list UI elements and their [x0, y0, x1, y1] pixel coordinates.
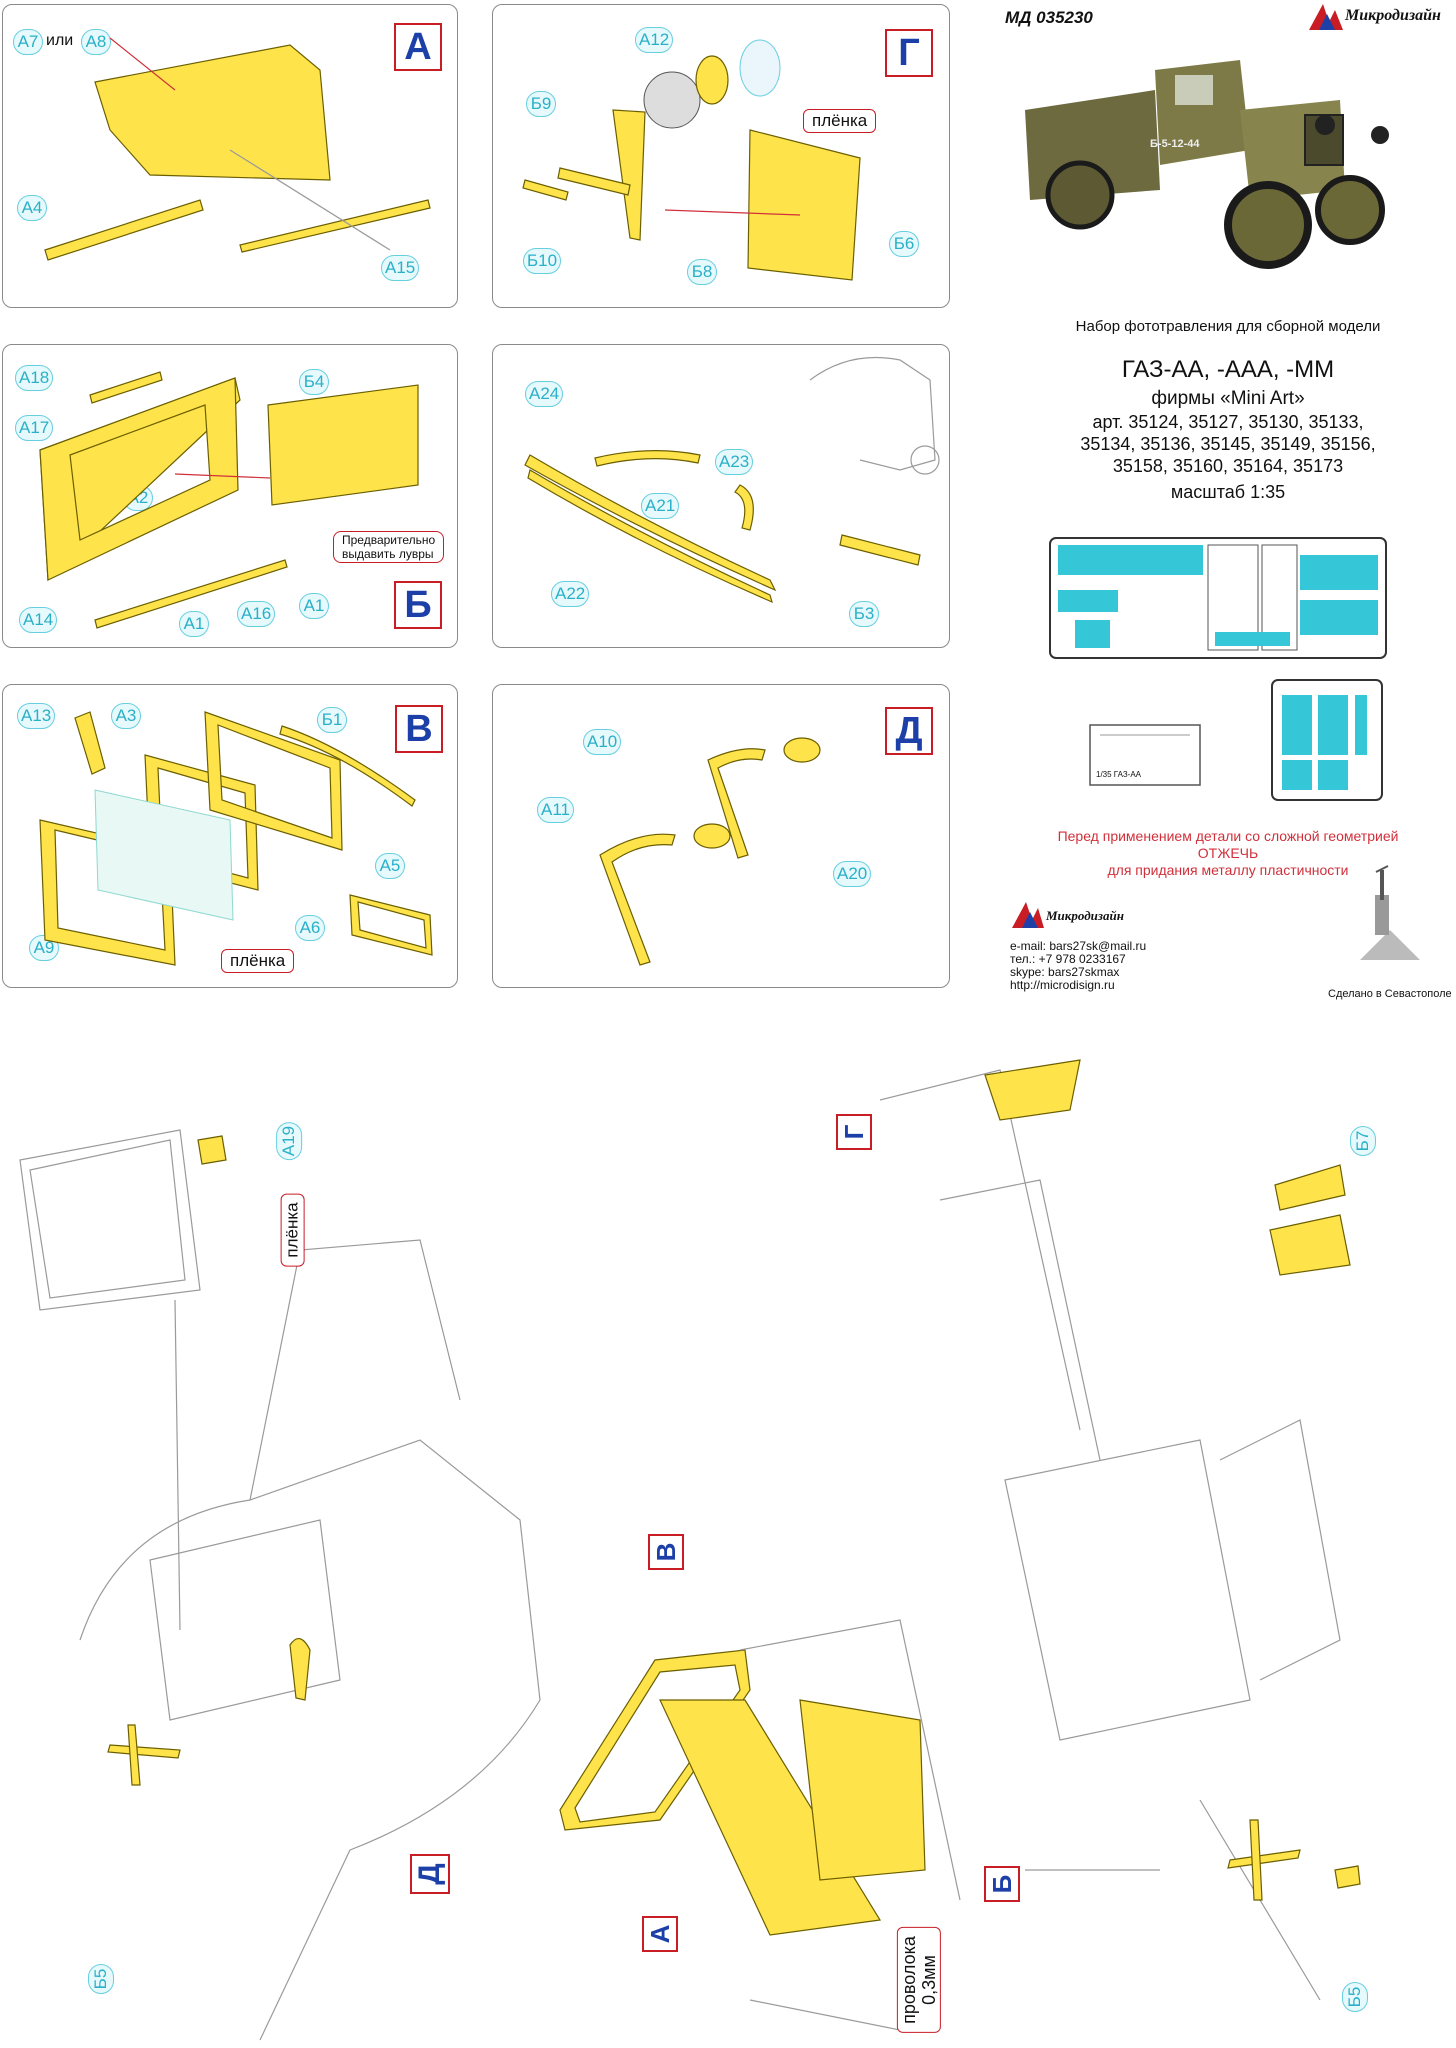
scale-line: масштаб 1:35 [1170, 482, 1286, 502]
label-a13: А13 [17, 703, 56, 729]
contact-skype: skype: bars27skmax [1010, 965, 1120, 979]
fret-sheet-film [1089, 724, 1201, 786]
brand-logo: Микродизайн [1305, 2, 1455, 32]
label-a11: А11 [537, 797, 574, 823]
art-line1: арт. 35124, 35127, 35130, 35133, [1092, 412, 1364, 432]
sevastopol-monument-icon [1360, 865, 1420, 960]
label-a9: А9 [29, 935, 59, 961]
panel-v-letter: В [395, 705, 443, 753]
label-a12: А12 [635, 27, 674, 53]
contacts-brand: Микродизайн [1046, 908, 1124, 923]
panel-v-drawing [39, 711, 433, 966]
label-a24: А24 [525, 381, 564, 407]
label-a22: А22 [551, 581, 590, 607]
fret-sheet-main [1049, 537, 1387, 659]
label-b4: Б4 [299, 369, 329, 395]
label-b8: Б8 [687, 259, 717, 285]
assembly-letter-g: Г [836, 1114, 872, 1150]
panel-bumper-drawing [524, 356, 940, 604]
truck-plate: Б-5-12-44 [1150, 138, 1200, 150]
label-a15: А15 [381, 255, 420, 281]
panel-a-letter: А [394, 23, 442, 71]
model-title: ГАЗ-АА, -ААА, -ММ [1121, 356, 1335, 383]
brand-logo-icon [1309, 4, 1343, 30]
label-a23: А23 [715, 449, 754, 475]
label-a7: А7 [13, 29, 43, 55]
art-line3: 35158, 35160, 35164, 35173 [1112, 456, 1344, 476]
label-a6: А6 [295, 915, 325, 941]
warning-line3: для придания металлу пластичности [1107, 862, 1349, 878]
label-a21: А21 [641, 493, 680, 519]
panel-g-drawing [522, 39, 861, 281]
contacts-logo: Микродизайн [1010, 900, 1160, 930]
label-b5-right: Б5 [1342, 1982, 1368, 2012]
label-b3: Б3 [849, 601, 879, 627]
warning-line2: ОТЖЕЧЬ [1197, 845, 1259, 861]
info-line1: Набор фототравления для сборной модели [1075, 318, 1381, 335]
label-or: или [46, 32, 74, 49]
panel-d-letter: Д [885, 707, 933, 755]
label-b1: Б1 [317, 707, 347, 733]
maker-line: фирмы «Mini Art» [1151, 388, 1305, 409]
panel-b-drawing [39, 371, 419, 629]
contacts-logo-icon [1012, 902, 1044, 928]
panel-d-drawing [599, 737, 821, 966]
brand-name: Микродизайн [1345, 7, 1441, 24]
label-a16: А16 [237, 601, 276, 627]
contact-email[interactable]: e-mail: bars27sk@mail.ru [1010, 939, 1147, 953]
label-a1-right: А1 [299, 593, 329, 619]
panel-a: А А7 или А8 А4 А15 [2, 4, 458, 308]
small-sheet-label: 1/35 ГАЗ-АА [1096, 770, 1142, 779]
kit-code: МД 035230 [1005, 8, 1093, 27]
louver-note-line1: Предварительно [342, 533, 436, 547]
label-a1-bottom: А1 [179, 611, 209, 637]
label-b6: Б6 [889, 231, 919, 257]
label-a4: А4 [17, 195, 47, 221]
panel-b-letter-visible: Б [394, 581, 442, 629]
art-line2: 35134, 35136, 35145, 35149, 35156, [1080, 434, 1376, 454]
label-a14: А14 [19, 607, 58, 633]
label-a10: А10 [583, 729, 622, 755]
label-a3: А3 [111, 703, 141, 729]
panel-d: Д А10 А11 А20 [492, 684, 950, 988]
louver-note-line2: выдавить лувры [342, 547, 434, 561]
contact-web[interactable]: http://microdisign.ru [1010, 978, 1115, 992]
panel-v-film-tag: плёнка [221, 949, 295, 973]
label-b9: Б9 [526, 91, 556, 117]
panel-g-letter: Г [885, 29, 933, 77]
label-a17: А17 [15, 415, 54, 441]
contact-phone: тел.: +7 978 0233167 [1010, 952, 1126, 966]
panel-g: Г А12 плёнка Б9 Б10 Б8 Б6 [492, 4, 950, 308]
fret-sheet-secondary [1271, 679, 1383, 801]
made-in: Сделано в Севастополе [1328, 988, 1452, 1000]
label-a20: А20 [833, 861, 872, 887]
label-a8: А8 [81, 29, 111, 55]
warning-line1: Перед применением детали со сложной геом… [1057, 828, 1399, 844]
label-b10: Б10 [523, 248, 562, 274]
label-a18: А18 [15, 365, 54, 391]
truck-illustration [1025, 60, 1389, 269]
label-a5: А5 [375, 853, 405, 879]
louver-note: Предварительно выдавить лувры [333, 531, 445, 563]
panel-b-letter-text: Б [404, 583, 432, 626]
panel-a-drawing [44, 37, 431, 261]
panel-g-film-tag: плёнка [803, 109, 877, 133]
label-b7: Б7 [1350, 1126, 1376, 1156]
